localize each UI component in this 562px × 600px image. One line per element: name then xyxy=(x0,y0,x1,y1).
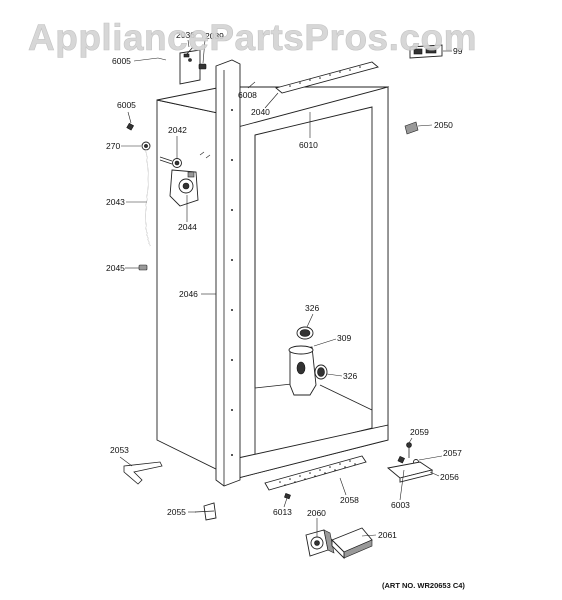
callout-2059: 2059 xyxy=(410,427,429,437)
callout-2040: 2040 xyxy=(251,107,270,117)
screw-6013 xyxy=(284,493,291,500)
refrigerator-cabinet xyxy=(156,86,390,479)
nameplate-99 xyxy=(409,44,443,59)
callout-270: 270 xyxy=(106,141,120,151)
callout-2053: 2053 xyxy=(110,445,129,455)
screw-2059 xyxy=(406,442,412,458)
callout-2045: 2045 xyxy=(106,263,125,273)
callout-326-bottom: 326 xyxy=(343,371,357,381)
screw-2036 xyxy=(183,46,194,58)
callout-2061: 2061 xyxy=(378,530,397,540)
grommet-326-bottom xyxy=(314,364,328,380)
top-trim-strip-2040 xyxy=(275,61,379,94)
callout-6005-top: 6005 xyxy=(112,56,131,66)
callout-2036: 2036 xyxy=(176,30,195,40)
callout-2058: 2058 xyxy=(340,495,359,505)
callout-2060: 2060 xyxy=(307,508,326,518)
callout-99: 99 xyxy=(453,46,463,56)
leveler-2053 xyxy=(123,461,163,485)
callout-6010: 6010 xyxy=(299,140,318,150)
callout-2056: 2056 xyxy=(440,472,459,482)
fan-2060 xyxy=(305,529,335,557)
trim-strip-2046 xyxy=(215,59,241,487)
valve-2044 xyxy=(169,169,199,207)
art-number: (ART NO. WR20653 C4) xyxy=(382,581,465,590)
callout-6003: 6003 xyxy=(391,500,410,510)
callout-2039: 2039 xyxy=(205,31,224,41)
callout-2057: 2057 xyxy=(443,448,462,458)
callout-2055: 2055 xyxy=(167,507,186,517)
callout-6013: 6013 xyxy=(273,507,292,517)
leader-lines xyxy=(119,39,452,537)
screw-6003 xyxy=(397,455,405,464)
clip-2039 xyxy=(198,63,207,70)
drain-pan-2061 xyxy=(331,527,373,560)
callout-309: 309 xyxy=(337,333,351,343)
callout-2044: 2044 xyxy=(178,222,197,232)
screw-6005 xyxy=(126,122,135,131)
roller-bracket-2056 xyxy=(386,461,434,483)
callout-2046: 2046 xyxy=(179,289,198,299)
bracket-2055 xyxy=(194,502,217,521)
nut-2042 xyxy=(159,156,182,168)
callout-6008: 6008 xyxy=(238,90,257,100)
top-bracket-6005 xyxy=(179,49,201,85)
clip-2045 xyxy=(138,264,148,271)
callout-2042: 2042 xyxy=(168,125,187,135)
callout-2050: 2050 xyxy=(434,120,453,130)
callout-2043: 2043 xyxy=(106,197,125,207)
grommet-326-top xyxy=(296,326,314,340)
fitting-270 xyxy=(141,141,151,151)
tube-2043 xyxy=(145,149,151,247)
callout-6005: 6005 xyxy=(117,100,136,110)
toe-grille-2058 xyxy=(264,455,367,491)
callout-326-top: 326 xyxy=(305,303,319,313)
drain-cup-309 xyxy=(288,345,317,396)
watermark: AppliancePartsPros.com xyxy=(28,17,477,58)
clip-2050 xyxy=(404,121,419,135)
callout-labels: 2036 2039 99 6005 6008 2040 2050 6005 20… xyxy=(106,30,465,590)
